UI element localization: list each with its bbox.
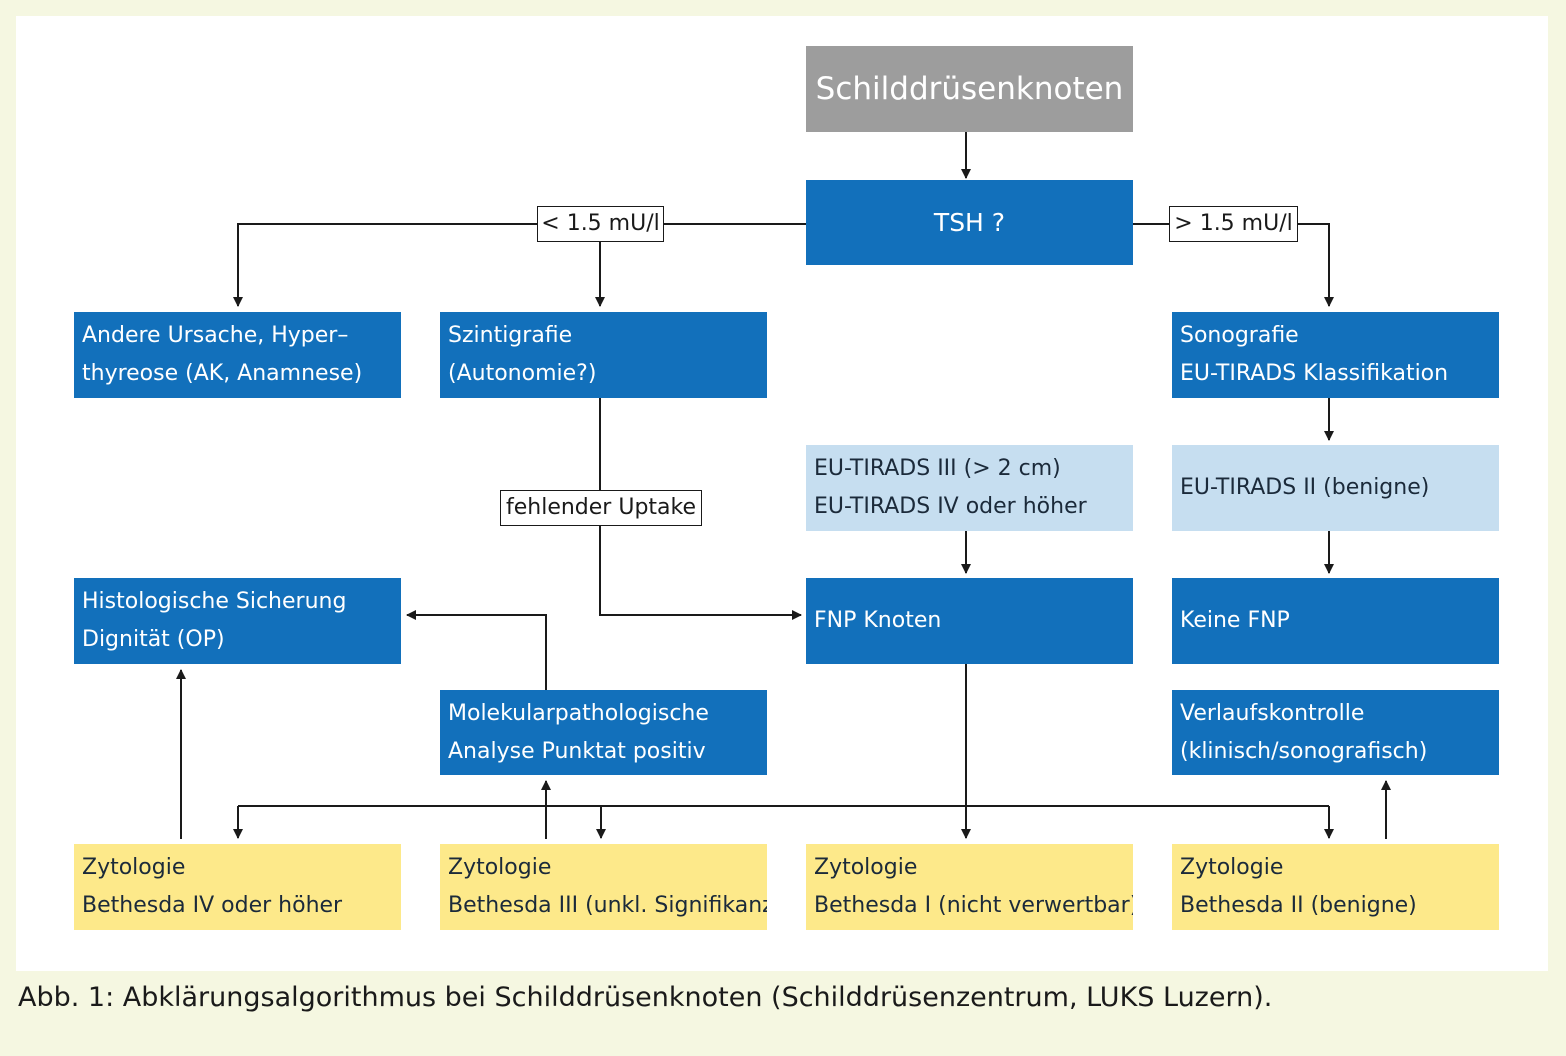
tirads-high-line-1: EU-TIRADS III (> 2 cm) <box>814 456 1061 481</box>
start-box-label: Schilddrüsenknoten <box>815 71 1124 107</box>
molekular-line-1: Molekularpathologische <box>448 700 709 726</box>
tirads-high-line-2: EU-TIRADS IV oder höher <box>814 494 1087 519</box>
fehlender-uptake-label: fehlender Uptake <box>500 490 702 526</box>
zyt1-line-1: Zytologie <box>814 855 918 880</box>
keine-fnp-label: Keine FNP <box>1180 608 1290 633</box>
histologie-box: Histologische Sicherung Dignität (OP) <box>74 578 401 664</box>
zyt4-line-2: Bethesda IV oder höher <box>82 893 343 918</box>
molekular-box: Molekularpathologische Analyse Punktat p… <box>440 690 767 775</box>
verlauf-line-1: Verlaufskontrolle <box>1180 700 1365 726</box>
start-box-schilddruesenknoten: Schilddrüsenknoten <box>806 46 1133 132</box>
figure-caption: Abb. 1: Abklärungsalgorithmus bei Schild… <box>18 982 1273 1013</box>
andere-ursache-line-1: Andere Ursache, Hyper– <box>82 323 349 348</box>
molekular-line-2: Analyse Punktat positiv <box>448 738 706 764</box>
tirads-benign-box: EU-TIRADS II (benigne) <box>1172 445 1499 531</box>
zyt2-line-1: Zytologie <box>1180 855 1284 880</box>
verlauf-box: Verlaufskontrolle (klinisch/sonografisch… <box>1172 690 1499 775</box>
zyt3-line-1: Zytologie <box>448 855 552 880</box>
tsh-low-label: < 1.5 mU/l <box>537 206 664 242</box>
zyt1-line-2: Bethesda I (nicht verwertbar) <box>814 893 1133 918</box>
zytologie-bethesda-1-box: Zytologie Bethesda I (nicht verwertbar) <box>806 844 1133 930</box>
zyt3-line-2: Bethesda III (unkl. Signifikanz) <box>448 893 767 918</box>
fnp-knoten-label: FNP Knoten <box>814 608 942 633</box>
sonografie-line-2: EU-TIRADS Klassifikation <box>1180 361 1449 386</box>
sonografie-box: Sonografie EU-TIRADS Klassifikation <box>1172 312 1499 398</box>
histologie-line-1: Histologische Sicherung <box>82 589 347 614</box>
andere-ursache-box: Andere Ursache, Hyper– thyreose (AK, Ana… <box>74 312 401 398</box>
keine-fnp-box: Keine FNP <box>1172 578 1499 664</box>
szintigrafie-line-2: (Autonomie?) <box>448 361 597 386</box>
tsh-box: TSH ? <box>806 180 1133 265</box>
szintigrafie-line-1: Szintigrafie <box>448 323 573 348</box>
zytologie-bethesda-3-box: Zytologie Bethesda III (unkl. Signifikan… <box>440 844 767 930</box>
tirads-high-box: EU-TIRADS III (> 2 cm) EU-TIRADS IV oder… <box>806 445 1133 531</box>
fnp-knoten-box: FNP Knoten <box>806 578 1133 664</box>
tsh-box-label: TSH ? <box>933 207 1006 237</box>
tsh-high-label: > 1.5 mU/l <box>1169 206 1298 242</box>
zytologie-bethesda-4-box: Zytologie Bethesda IV oder höher <box>74 844 401 930</box>
szintigrafie-box: Szintigrafie (Autonomie?) <box>440 312 767 398</box>
sonografie-line-1: Sonografie <box>1180 323 1299 348</box>
zyt4-line-1: Zytologie <box>82 855 186 880</box>
verlauf-line-2: (klinisch/sonografisch) <box>1180 738 1428 764</box>
zytologie-bethesda-2-box: Zytologie Bethesda II (benigne) <box>1172 844 1499 930</box>
andere-ursache-line-2: thyreose (AK, Anamnese) <box>82 361 363 386</box>
zyt2-line-2: Bethesda II (benigne) <box>1180 893 1417 918</box>
histologie-line-2: Dignität (OP) <box>82 627 225 652</box>
tirads-benign-label: EU-TIRADS II (benigne) <box>1180 475 1430 500</box>
